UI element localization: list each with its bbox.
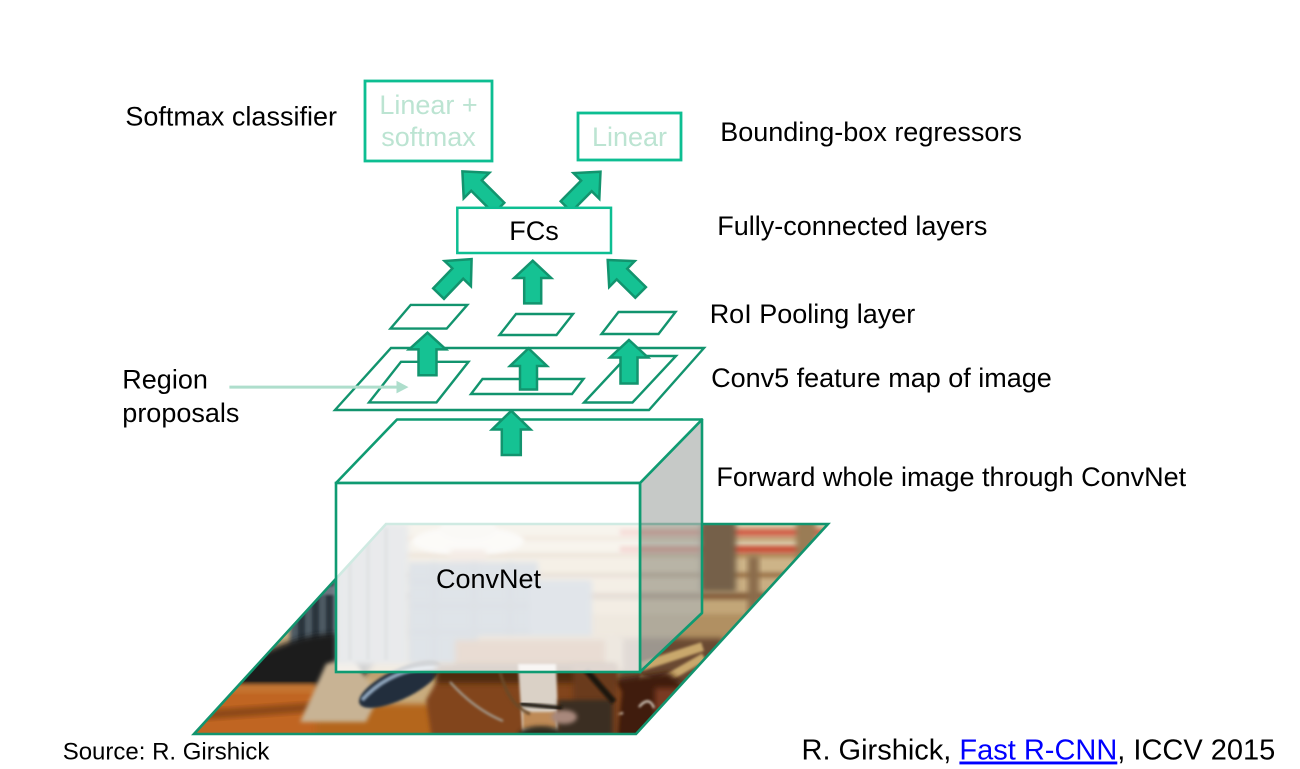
- svg-text:Linear: Linear: [592, 122, 667, 152]
- svg-text:Conv5 feature map of image: Conv5 feature map of image: [711, 363, 1052, 393]
- svg-text:Forward whole image through Co: Forward whole image through ConvNet: [716, 462, 1186, 492]
- svg-text:ConvNet: ConvNet: [436, 564, 542, 594]
- svg-text:R. Girshick, Fast R-CNN, ICCV: R. Girshick, Fast R-CNN, ICCV 2015: [802, 735, 1276, 767]
- svg-text:Region: Region: [122, 365, 208, 395]
- svg-text:softmax: softmax: [381, 122, 476, 152]
- svg-text:proposals: proposals: [122, 398, 239, 428]
- svg-text:Fully-connected layers: Fully-connected layers: [717, 211, 987, 241]
- svg-text:Softmax classifier: Softmax classifier: [125, 102, 337, 132]
- svg-text:FCs: FCs: [509, 216, 559, 246]
- svg-text:Source: R. Girshick: Source: R. Girshick: [63, 739, 271, 766]
- svg-text:RoI Pooling layer: RoI Pooling layer: [710, 299, 916, 329]
- svg-text:Linear +: Linear +: [379, 90, 477, 120]
- svg-text:Bounding-box regressors: Bounding-box regressors: [720, 117, 1022, 147]
